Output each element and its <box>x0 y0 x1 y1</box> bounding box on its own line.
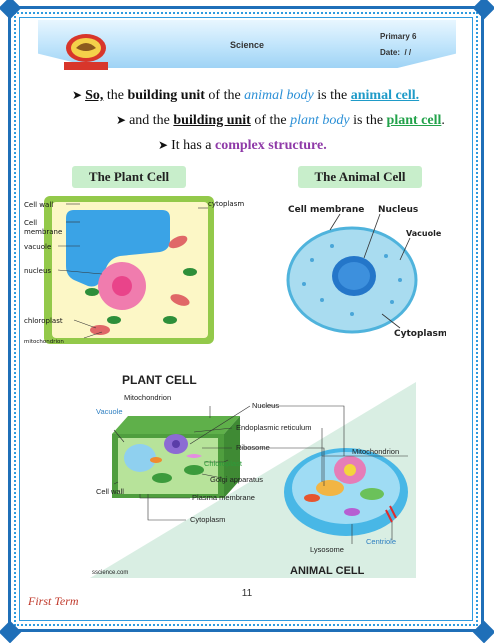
plant-cell-label: The Plant Cell <box>72 166 186 188</box>
label-golgi: Golgi apparatus <box>210 475 263 484</box>
arrow-bullet-icon: ➤ <box>72 88 83 102</box>
label-nucleus: Nucleus <box>252 401 279 410</box>
label-nucleus: Nucleus <box>378 205 418 215</box>
text-run: animal cell. <box>350 88 420 103</box>
arrow-bullet-icon: ➤ <box>116 113 127 127</box>
plant-cell-title: PLANT CELL <box>122 373 197 387</box>
text-run: plant body <box>290 113 350 128</box>
label-nucleus: nucleus <box>24 267 51 275</box>
page-border <box>8 6 484 632</box>
bullet-line-1: ➤So, the building unit of the animal bod… <box>72 88 419 104</box>
label-vacuole: Vacuole <box>406 229 442 238</box>
grade-label: Primary 6 <box>380 32 417 41</box>
text-run: complex structure. <box>215 138 327 153</box>
label-er: Endoplasmic reticulum <box>236 423 311 432</box>
date-value: / / <box>404 48 412 57</box>
bullet-line-3: ➤It has a complex structure. <box>158 138 327 154</box>
label-chloroplast: Chloroplast <box>204 459 243 468</box>
text-run: building unit <box>127 88 205 103</box>
source-credit: sscience.com <box>92 570 128 576</box>
text-run: of the <box>204 88 245 103</box>
label-vacuole: vacuole <box>24 243 51 251</box>
text-run: building unit <box>173 113 251 128</box>
label-centriole: Centriole <box>366 537 396 546</box>
page-border-dotted <box>14 12 478 626</box>
date-label: Date: <box>380 48 401 57</box>
page-number: 11 <box>241 588 253 599</box>
text-run: is the <box>313 88 351 103</box>
text-run: plant cell <box>386 113 442 128</box>
label-cell-wall: Cell wall <box>24 201 53 209</box>
label-mitochondrion-animal: Mitochondrion <box>352 447 399 456</box>
label-mitochondrion: mitochondrion <box>24 339 64 345</box>
animal-cell-title: ANIMAL CELL <box>290 565 365 577</box>
subject-title: Science <box>229 40 265 50</box>
text-run: of the <box>250 113 291 128</box>
text-run: the <box>103 88 128 103</box>
animal-cell-label: The Animal Cell <box>298 166 422 188</box>
school-logo <box>64 34 108 70</box>
header-band <box>38 20 456 68</box>
arrow-bullet-icon: ➤ <box>158 138 169 152</box>
label-plasma-membrane: Plasma membrane <box>192 493 255 502</box>
text-run: and the <box>129 113 174 128</box>
label-cytoplasm: Cytoplasm <box>190 515 225 524</box>
text-run: It has a <box>171 138 215 153</box>
so-word: So, <box>85 88 104 103</box>
label-cell-wall: Cell wall <box>96 487 124 496</box>
label-cell-membrane: membrane <box>24 228 62 236</box>
label-vacuole: Vacuole <box>96 407 123 416</box>
text-run: is the <box>349 113 387 128</box>
bullet-line-2: ➤and the building unit of the plant body… <box>116 113 445 129</box>
page-border-inner <box>19 17 473 621</box>
label-cytoplasm: Cytoplasm <box>394 329 446 339</box>
label-cytoplasm: cytoplasm <box>208 200 244 208</box>
label-cell-membrane: Cell membrane <box>288 205 364 215</box>
text-run: . <box>441 113 445 128</box>
label-lysosome: Lysosome <box>310 545 344 554</box>
plant-animal-cell-diagram: PLANT CELL Mitochondrion Nucleus Vacuole… <box>90 372 416 578</box>
plant-cell-diagram: Cell wall Cell membrane vacuole nucleus … <box>22 192 254 348</box>
label-cell-membrane: Cell <box>24 219 37 227</box>
date-line: Date: / / <box>380 48 411 57</box>
label-ribosome: Ribosome <box>236 443 270 452</box>
label-chloroplast: chloroplast <box>24 317 63 325</box>
text-run: animal body <box>244 88 314 103</box>
label-mitochondrion: Mitochondrion <box>124 393 171 402</box>
animal-cell-diagram: Cell membrane Nucleus Vacuole Cytoplasm <box>282 190 446 342</box>
term-label: First Term <box>28 594 79 608</box>
